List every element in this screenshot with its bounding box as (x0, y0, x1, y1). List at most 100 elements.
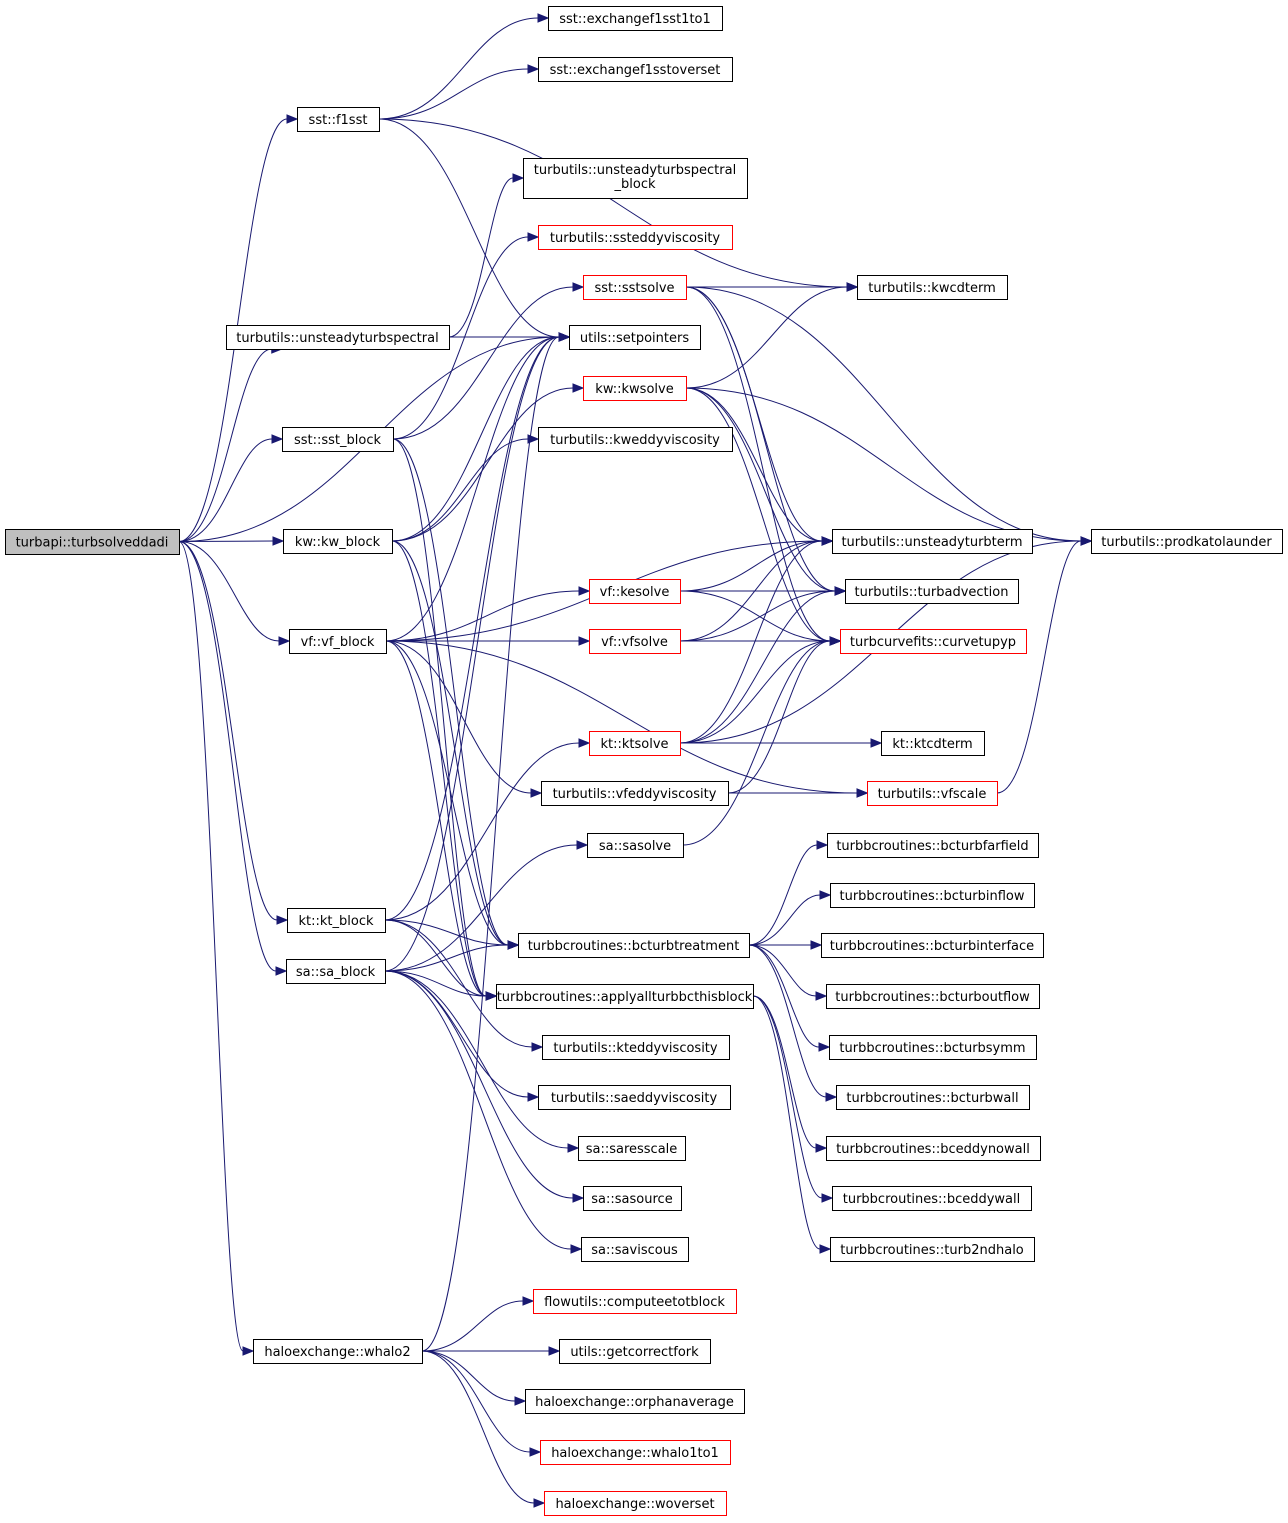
edge-bctreat-to-bcinterface (748, 940, 823, 950)
node-prodkato[interactable]: turbutils::prodkatolaunder (1091, 529, 1283, 554)
node-kt_block[interactable]: kt::kt_block (287, 908, 386, 933)
node-box (559, 1339, 711, 1364)
edge-bctreat-to-bcoutflow (748, 944, 828, 1001)
edge-line (421, 336, 560, 1352)
node-f1sst[interactable]: sst::f1sst (297, 107, 380, 132)
node-saeddy[interactable]: turbutils::saeddyviscosity (538, 1085, 731, 1110)
node-kesolve[interactable]: vf::kesolve (589, 579, 681, 604)
edge-line (752, 995, 823, 1199)
node-applyall[interactable]: turbbcroutines::applyallturbbcthisblock (496, 984, 754, 1009)
node-label: turbbcroutines::bcturbfarfield (836, 839, 1028, 854)
edge-kwsolve-to-prodkato (685, 387, 1093, 546)
node-bcoutflow[interactable]: turbbcroutines::bcturboutflow (826, 984, 1040, 1009)
node-bcwall[interactable]: turbbcroutines::bcturbwall (836, 1085, 1030, 1110)
node-bcsymm[interactable]: turbbcroutines::bcturbsymm (829, 1035, 1037, 1060)
node-label: turbutils::unsteadyturbspectral (236, 331, 438, 346)
node-bctreat[interactable]: turbbcroutines::bcturbtreatment (518, 933, 750, 958)
node-saresscale[interactable]: sa::saresscale (578, 1136, 686, 1161)
node-label: turbbcroutines::turb2ndhalo (840, 1243, 1024, 1258)
edge-line (385, 640, 509, 946)
node-curvetupyp[interactable]: turbcurvefits::curvetupyp (840, 629, 1027, 654)
node-kweddy[interactable]: turbutils::kweddyviscosity (538, 427, 733, 452)
node-bcinflow[interactable]: turbbcroutines::bcturbinflow (830, 883, 1035, 908)
edge-line (421, 1300, 524, 1352)
node-turb2ndhalo[interactable]: turbbcroutines::turb2ndhalo (830, 1237, 1035, 1262)
edge-line (378, 17, 539, 120)
node-bcinterface[interactable]: turbbcroutines::bcturbinterface (821, 933, 1044, 958)
node-vf_block[interactable]: vf::vf_block (289, 629, 387, 654)
node-box (282, 427, 394, 452)
edge-turbsolveddadi-to-sst_block (178, 434, 284, 542)
edge-line (391, 438, 529, 542)
edge-line (392, 286, 574, 440)
node-ktcdterm[interactable]: kt::ktcdterm (881, 731, 985, 756)
node-sa_block[interactable]: sa::sa_block (286, 959, 386, 984)
node-ktsolve[interactable]: kt::ktsolve (589, 731, 681, 756)
node-box (548, 6, 723, 31)
edge-line (685, 286, 848, 389)
node-woverset[interactable]: haloexchange::woverset (544, 1491, 727, 1516)
node-label: _block (614, 177, 656, 192)
edge-ktsolve-to-curvetupyp (679, 636, 842, 744)
arrowhead-icon (278, 636, 291, 646)
edge-line (748, 894, 821, 946)
arrowhead-icon (578, 586, 591, 596)
node-turbsolveddadi[interactable]: turbapi::turbsolveddadi (5, 529, 180, 555)
node-bcfarfield[interactable]: turbbcroutines::bcturbfarfield (827, 833, 1039, 858)
edge-line (685, 387, 831, 642)
node-sasource[interactable]: sa::sasource (583, 1186, 682, 1211)
node-whalo1to1[interactable]: haloexchange::whalo1to1 (540, 1440, 731, 1465)
edge-line (679, 540, 823, 592)
arrowhead-icon (527, 232, 540, 242)
node-exchoverset[interactable]: sst::exchangef1sstoverset (538, 57, 733, 82)
node-label: kw::kwsolve (595, 382, 673, 397)
node-bceddywall[interactable]: turbbcroutines::bceddywall (832, 1186, 1032, 1211)
node-whalo2[interactable]: haloexchange::whalo2 (253, 1339, 423, 1364)
node-sasolve[interactable]: sa::sasolve (587, 833, 684, 858)
edge-vfscale-to-prodkato (996, 536, 1093, 794)
node-exch1to1[interactable]: sst::exchangef1sst1to1 (548, 6, 723, 31)
node-kteddy[interactable]: turbutils::kteddyviscosity (542, 1035, 730, 1060)
node-label: turbapi::turbsolveddadi (16, 536, 169, 551)
node-label: turbutils::kweddyviscosity (550, 433, 720, 448)
arrowhead-icon (527, 1092, 540, 1102)
node-unsteadyterm[interactable]: turbutils::unsteadyturbterm (832, 529, 1033, 554)
node-vfsolve[interactable]: vf::vfsolve (589, 629, 681, 654)
node-turbadv[interactable]: turbutils::turbadvection (845, 579, 1019, 604)
node-box (857, 275, 1008, 300)
node-sst_block[interactable]: sst::sst_block (282, 427, 394, 452)
edge-whalo2-to-getcorrectfork (422, 1346, 561, 1356)
node-uts_block[interactable]: turbutils::unsteadyturbspectral_block (523, 158, 748, 199)
node-box (538, 427, 733, 452)
arrowhead-icon (821, 536, 834, 546)
arrowhead-icon (816, 840, 829, 850)
node-getcorrectfork[interactable]: utils::getcorrectfork (559, 1339, 711, 1364)
node-vfeddy[interactable]: turbutils::vfeddyviscosity (541, 781, 729, 806)
node-box (544, 1491, 727, 1516)
arrowhead-icon (527, 64, 540, 74)
node-kw_block[interactable]: kw::kw_block (283, 529, 393, 554)
edge-line (384, 336, 560, 972)
node-ssteddy[interactable]: turbutils::ssteddyviscosity (538, 225, 733, 250)
node-bceddynowall[interactable]: turbbcroutines::bceddynowall (826, 1136, 1041, 1161)
nodes-layer: turbapi::turbsolveddadi sst::f1sst sst::ex… (5, 6, 1283, 1516)
node-vfscale[interactable]: turbutils::vfscale (867, 781, 998, 806)
node-setpointers[interactable]: utils::setpointers (569, 325, 701, 350)
arrowhead-icon (856, 788, 869, 798)
node-uts[interactable]: turbutils::unsteadyturbspectral (226, 325, 450, 350)
node-box (289, 629, 387, 654)
edge-vf_block-to-vfeddy (385, 640, 543, 798)
node-computeetot[interactable]: flowutils::computeetotblock (533, 1289, 737, 1314)
node-kwsolve[interactable]: kw::kwsolve (583, 376, 687, 401)
edge-whalo2-to-whalo1to1 (421, 1350, 542, 1457)
node-sstsolve[interactable]: sst::sstsolve (583, 275, 687, 300)
node-label: turbcurvefits::curvetupyp (850, 635, 1016, 650)
node-saviscous[interactable]: sa::saviscous (581, 1237, 689, 1262)
node-orphanavg[interactable]: haloexchange::orphanaverage (525, 1389, 745, 1414)
node-box (226, 325, 450, 350)
edge-kw_block-to-kwsolve (391, 383, 585, 542)
arrowhead-icon (275, 966, 288, 976)
node-kwcdterm[interactable]: turbutils::kwcdterm (857, 275, 1008, 300)
edge-whalo2-to-computeetot (421, 1296, 535, 1352)
edge-line (384, 844, 578, 972)
